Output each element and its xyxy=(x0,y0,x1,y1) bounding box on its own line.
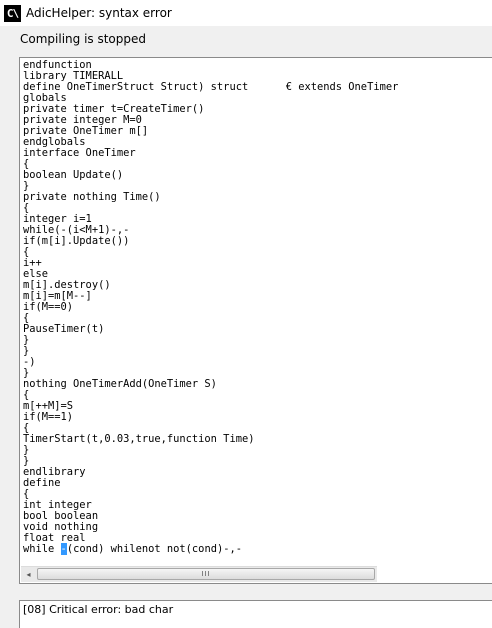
code-line: { xyxy=(23,422,30,434)
code-line: int integer xyxy=(23,499,92,511)
code-line: private nothing Time() xyxy=(23,191,161,203)
code-line: interface OneTimer xyxy=(23,147,136,159)
error-pane: [08] Critical error: bad char xyxy=(19,600,492,628)
window-title: AdicHelper: syntax error xyxy=(26,6,172,20)
code-line: private integer M=0 xyxy=(23,114,142,126)
splitter[interactable] xyxy=(0,584,492,598)
code-line: m[++M]=S xyxy=(23,400,74,412)
code-line: if(M==0) xyxy=(23,301,74,313)
code-line: else xyxy=(23,268,49,280)
code-line: } xyxy=(23,345,30,357)
code-line: boolean Update() xyxy=(23,169,124,181)
horizontal-scrollbar[interactable]: ◂ III xyxy=(21,566,377,582)
code-line: } xyxy=(23,367,30,379)
code-line-current: while -(cond) whilenot not(cond)-,- xyxy=(23,543,398,555)
code-line: { xyxy=(23,202,30,214)
code-line: PauseTimer(t) xyxy=(23,323,105,335)
code-line: { xyxy=(23,488,30,500)
code-line: } xyxy=(23,334,30,346)
code-line: } xyxy=(23,455,30,467)
selected-bad-char: - xyxy=(60,543,67,555)
code-line: if(m[i].Update()) xyxy=(23,235,130,247)
code-line: define xyxy=(23,477,61,489)
scrollbar-thumb[interactable]: III xyxy=(37,568,375,580)
error-message: [08] Critical error: bad char xyxy=(23,603,174,616)
code-line: float real xyxy=(23,532,86,544)
code-line: i++ xyxy=(23,257,42,269)
code-line: } xyxy=(23,444,30,456)
code-line: globals xyxy=(23,92,67,104)
code-line: } xyxy=(23,180,30,192)
code-text: (cond) whilenot not(cond)-,- xyxy=(66,543,242,555)
code-line: { xyxy=(23,312,30,324)
code-line: bool boolean xyxy=(23,510,99,522)
code-line: private timer t=CreateTimer() xyxy=(23,103,205,115)
code-line: endglobals xyxy=(23,136,86,148)
code-line: { xyxy=(23,389,30,401)
status-text: Compiling is stopped xyxy=(20,32,146,46)
code-line: { xyxy=(23,246,30,258)
code-text: while xyxy=(23,543,61,555)
code-line: library TIMERALL xyxy=(23,70,124,82)
scroll-left-arrow-icon[interactable]: ◂ xyxy=(26,570,31,579)
code-line: -) xyxy=(23,356,36,368)
code-line: nothing OneTimerAdd(OneTimer S) xyxy=(23,378,217,390)
code-line: integer i=1 xyxy=(23,213,92,225)
app-icon: C\ xyxy=(4,4,21,22)
code-line: TimerStart(t,0.03,true,function Time) xyxy=(23,433,255,445)
code-line: define OneTimerStruct Struct) struct € e… xyxy=(23,81,399,93)
code-line: endlibrary xyxy=(23,466,86,478)
code-line: while(-(i<M+1)-,- xyxy=(23,224,130,236)
code-line: void nothing xyxy=(23,521,99,533)
code-line: m[i].destroy() xyxy=(23,279,111,291)
code-line: endfunction xyxy=(23,59,92,71)
code-line: if(M==1) xyxy=(23,411,74,423)
code-line: m[i]=m[M--] xyxy=(23,290,92,302)
code-line: { xyxy=(23,158,30,170)
code-line: private OneTimer m[] xyxy=(23,125,149,137)
title-bar: C\ AdicHelper: syntax error xyxy=(0,0,492,26)
